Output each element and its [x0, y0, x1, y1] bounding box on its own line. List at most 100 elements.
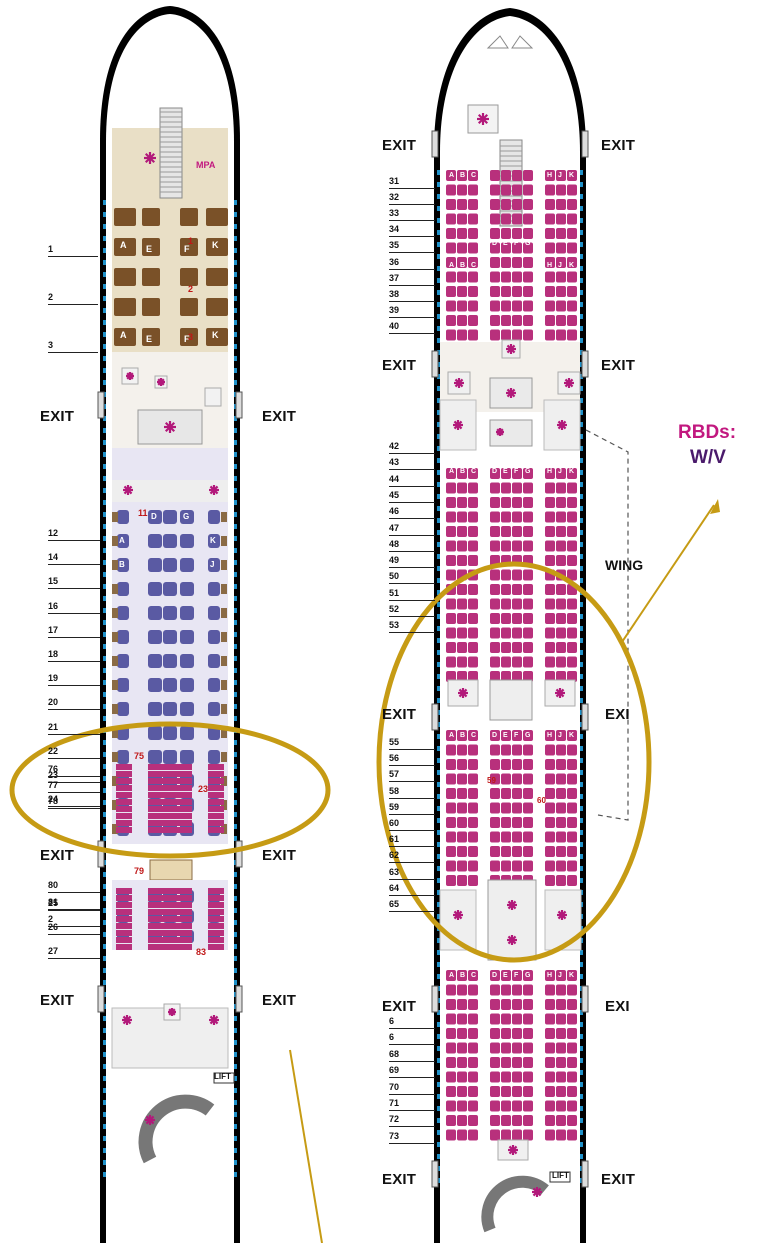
- window-icon: [234, 776, 237, 781]
- economy-seat: [512, 271, 522, 283]
- economy-seat: [446, 598, 456, 610]
- economy-seat: [556, 875, 566, 886]
- economy-seat: [490, 511, 500, 523]
- row-leader-line: [389, 830, 435, 831]
- economy-seat: [490, 242, 500, 254]
- window-icon: [234, 1088, 237, 1093]
- mpa-label: MPA: [196, 160, 216, 170]
- window-icon: [234, 704, 237, 709]
- window-icon: [103, 1136, 106, 1141]
- row-number: 2: [48, 914, 54, 924]
- economy-seat: [545, 315, 555, 326]
- window-icon: [103, 704, 106, 709]
- economy-seat: [501, 569, 511, 581]
- economy-seat: [523, 598, 533, 610]
- economy-seat: [116, 771, 132, 777]
- economy-seat: [512, 286, 522, 297]
- window-icon: [103, 1028, 106, 1033]
- economy-seat: [501, 730, 511, 741]
- row-leader-line: [48, 540, 100, 541]
- economy-seat: [523, 817, 533, 828]
- exit-label: EXIT: [262, 408, 297, 425]
- row-number: 49: [389, 555, 400, 566]
- seat-letter: J: [210, 560, 215, 569]
- exit-label: EXIT: [262, 847, 297, 864]
- business-shell: [112, 560, 118, 570]
- window-icon: [103, 764, 106, 769]
- first-suite-right: [206, 208, 228, 226]
- business-seat: [148, 510, 162, 524]
- business-seat: [180, 510, 194, 524]
- economy-seat: [556, 598, 566, 610]
- economy-seat: [446, 257, 456, 268]
- economy-seat: [556, 1071, 566, 1083]
- exit-door: [581, 985, 589, 1013]
- economy-seat: [567, 199, 577, 210]
- window-icon: [234, 308, 237, 313]
- economy-seat: [567, 831, 577, 843]
- business-seat: [148, 750, 162, 764]
- row-leader-line: [389, 632, 435, 634]
- economy-seat: [468, 627, 478, 639]
- economy-seat: [567, 730, 577, 741]
- economy-seat: [468, 1129, 478, 1141]
- row-leader-line: [389, 501, 435, 503]
- economy-seat: [446, 1100, 456, 1112]
- economy-seat: [556, 213, 566, 225]
- economy-seat: [556, 300, 566, 312]
- business-seat: [148, 678, 162, 692]
- window-icon: [580, 1094, 583, 1099]
- row-number: 31: [389, 176, 400, 186]
- window-icon: [234, 800, 237, 805]
- economy-seat: [148, 764, 192, 770]
- window-icon: [234, 608, 237, 613]
- row-leader-line: [48, 776, 100, 777]
- window-icon: [234, 548, 237, 553]
- galley-block: [487, 879, 537, 961]
- economy-seat: [457, 271, 467, 283]
- economy-seat: [446, 468, 456, 479]
- economy-seat: [490, 1028, 500, 1039]
- window-icon: [437, 242, 440, 247]
- row-number: 46: [389, 506, 400, 517]
- economy-seat: [556, 555, 566, 566]
- window-icon: [580, 614, 583, 619]
- economy-seat: [208, 764, 224, 770]
- window-icon: [437, 626, 440, 631]
- row-number: 24: [48, 794, 59, 805]
- window-icon: [234, 872, 237, 877]
- economy-seat: [446, 1028, 456, 1039]
- window-icon: [103, 656, 106, 661]
- window-icon: [103, 824, 106, 829]
- economy-seat: [512, 540, 522, 552]
- business-seat: [208, 726, 220, 740]
- window-icon: [437, 230, 440, 235]
- economy-seat: [545, 1013, 555, 1025]
- business-seat: [148, 606, 162, 620]
- window-icon: [580, 1046, 583, 1051]
- economy-seat: [148, 888, 192, 894]
- economy-seat: [545, 875, 555, 886]
- window-icon: [103, 812, 106, 817]
- window-icon: [580, 734, 583, 739]
- window-icon: [580, 290, 583, 295]
- economy-seat: [523, 242, 533, 254]
- window-icon: [103, 836, 106, 841]
- window-icon: [437, 530, 440, 535]
- economy-seat: [446, 875, 456, 886]
- economy-seat: [567, 482, 577, 494]
- window-icon: [437, 878, 440, 883]
- seat-letter: J: [558, 262, 562, 269]
- exit-door: [431, 350, 439, 378]
- seat-letter: K: [212, 240, 219, 250]
- economy-seat: [567, 671, 577, 682]
- window-icon: [580, 686, 583, 691]
- right-plane-deck: [431, 8, 629, 1243]
- window-icon: [103, 344, 106, 349]
- exit-door: [235, 985, 243, 1013]
- seat-letter: K: [569, 732, 575, 739]
- row-leader-line: [48, 588, 100, 590]
- window-icon: [580, 1106, 583, 1111]
- economy-seat: [556, 482, 566, 494]
- seat-letter: B: [460, 732, 466, 739]
